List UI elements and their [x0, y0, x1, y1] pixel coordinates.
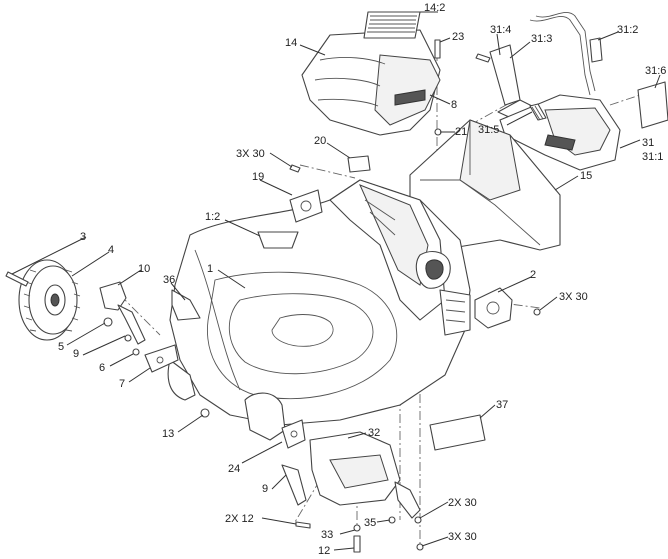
callout-3x30-right: 3X 30 — [559, 291, 588, 303]
shield-label-plate — [363, 11, 421, 39]
callout-31-5: 31:5 — [478, 124, 499, 136]
callout-12: 12 — [318, 545, 330, 557]
small-fasteners-bottom — [289, 53, 541, 553]
handle-36 — [171, 289, 201, 321]
callout-21: 21 — [455, 126, 467, 138]
callout-3x30-top: 3X 30 — [236, 148, 265, 160]
rear-deflector-part — [409, 119, 561, 251]
callout-6: 6 — [99, 362, 105, 374]
callout-9-bottom: 9 — [262, 483, 268, 495]
callout-31-6: 31:6 — [645, 65, 666, 77]
callout-3: 3 — [80, 231, 86, 243]
callout-31-3: 31:3 — [531, 33, 552, 45]
callout-7: 7 — [119, 378, 125, 390]
bag-bracket-assembly — [489, 12, 621, 171]
callout-2: 2 — [530, 269, 536, 281]
callout-13: 13 — [162, 428, 174, 440]
decal-31-6 — [637, 81, 668, 129]
callout-31: 31 — [642, 137, 654, 149]
rear-shield-part — [301, 29, 441, 136]
callout-33: 33 — [321, 529, 333, 541]
spring-9-bottom — [281, 464, 307, 506]
callout-23: 23 — [452, 31, 464, 43]
callout-20: 20 — [314, 135, 326, 147]
callout-36: 36 — [163, 274, 175, 286]
callout-5: 5 — [58, 341, 64, 353]
bracket-7 — [144, 344, 179, 373]
callout-10: 10 — [138, 263, 150, 275]
callout-14-2: 14:2 — [424, 2, 445, 14]
rear-wheel-part — [18, 259, 81, 341]
height-bracket-2 — [474, 287, 513, 329]
callout-leader-lines — [11, 11, 661, 551]
callout-2x30: 2X 30 — [448, 497, 477, 509]
callout-24: 24 — [228, 463, 240, 475]
callout-31-2: 31:2 — [617, 24, 638, 36]
callout-14: 14 — [285, 37, 297, 49]
callout-15: 15 — [580, 170, 592, 182]
callout-31-1: 31:1 — [642, 151, 663, 163]
callout-4: 4 — [108, 244, 114, 256]
callout-31-4: 31:4 — [490, 24, 511, 36]
front-bracket-32 — [309, 431, 421, 519]
callout-1: 1 — [207, 263, 213, 275]
small-fasteners-left — [103, 317, 210, 418]
axle-bracket-24 — [281, 419, 306, 449]
callout-labels: 14:2 14 23 31:4 31:3 31:2 31:6 8 21 31:5… — [58, 2, 666, 557]
callout-37: 37 — [496, 399, 508, 411]
callout-2x12: 2X 12 — [225, 513, 254, 525]
callout-35: 35 — [364, 517, 376, 529]
callout-32: 32 — [368, 427, 380, 439]
callout-9-left: 9 — [73, 348, 79, 360]
callout-3x30-bottom: 3X 30 — [448, 531, 477, 543]
plate-1-2 — [257, 231, 299, 249]
height-lever-10 — [99, 281, 146, 345]
wheel-bolt-3 — [5, 271, 29, 287]
bolt-23 — [434, 39, 441, 59]
pivot-plate-19 — [289, 189, 323, 223]
callout-8: 8 — [451, 99, 457, 111]
callout-19: 19 — [252, 171, 264, 183]
mower-deck-housing — [167, 179, 471, 441]
decal-37 — [429, 414, 486, 451]
callout-1-2: 1:2 — [205, 211, 220, 223]
bumper-20 — [347, 155, 371, 173]
